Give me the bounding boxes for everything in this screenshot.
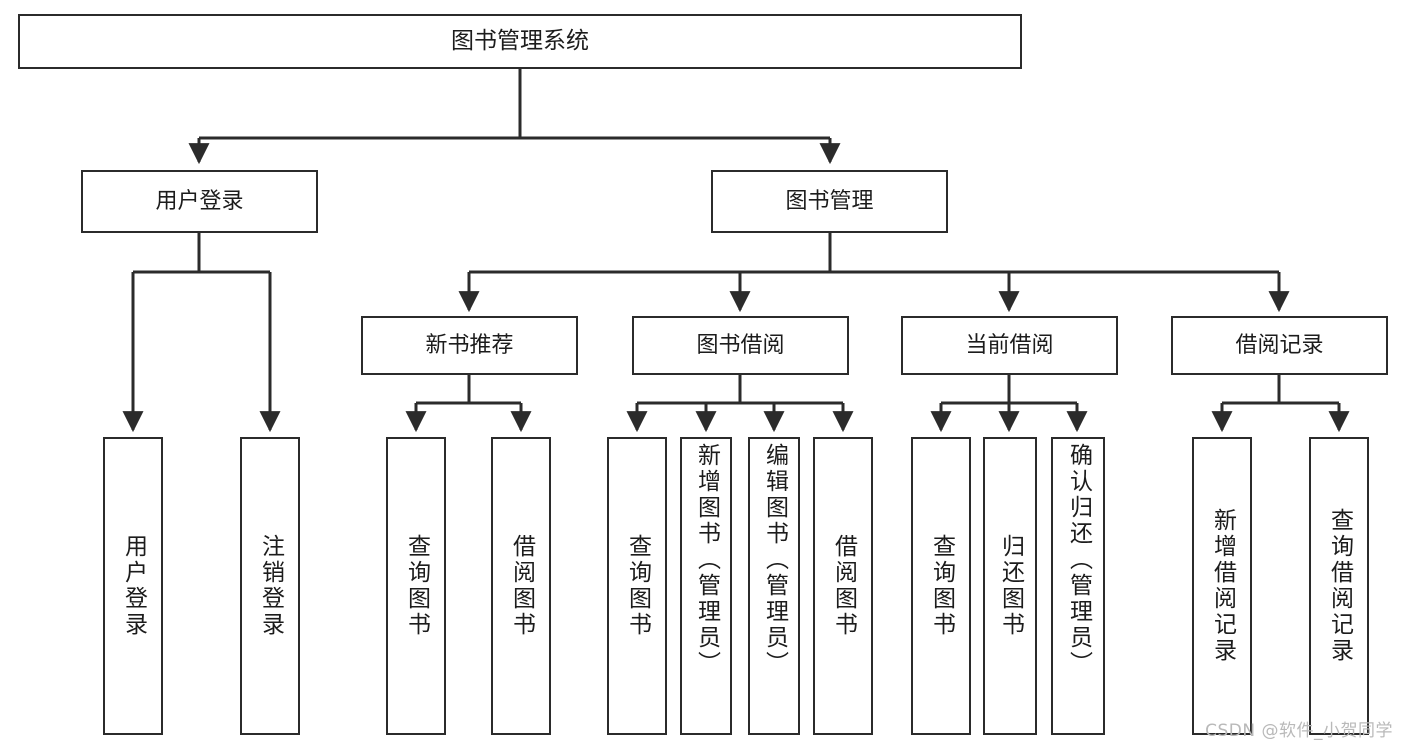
node-book-borrow-label: 图书借阅 bbox=[696, 332, 785, 358]
leaf-edit-book-label: 编辑图书（管理员） bbox=[761, 443, 788, 677]
leaf-query-book-recommend-label: 查询图书 bbox=[403, 534, 430, 638]
leaf-return-book[interactable]: 归还图书 bbox=[983, 437, 1037, 735]
node-user-login[interactable]: 用户登录 bbox=[81, 170, 318, 233]
leaf-query-borrow-record[interactable]: 查询借阅记录 bbox=[1309, 437, 1369, 735]
node-new-book-recommend[interactable]: 新书推荐 bbox=[361, 316, 578, 375]
node-borrow-record-label: 借阅记录 bbox=[1235, 332, 1324, 358]
node-root[interactable]: 图书管理系统 bbox=[18, 14, 1022, 69]
node-user-login-label: 用户登录 bbox=[155, 188, 244, 214]
node-root-label: 图书管理系统 bbox=[451, 28, 589, 55]
leaf-logout-login-label: 注销登录 bbox=[257, 534, 284, 638]
leaf-query-book-current-label: 查询图书 bbox=[928, 534, 955, 638]
leaf-query-book-borrow-label: 查询图书 bbox=[624, 534, 651, 638]
leaf-borrow-book[interactable]: 借阅图书 bbox=[813, 437, 873, 735]
leaf-return-book-label: 归还图书 bbox=[997, 534, 1024, 638]
leaf-add-book-label: 新增图书（管理员） bbox=[693, 443, 720, 677]
leaf-add-book[interactable]: 新增图书（管理员） bbox=[680, 437, 732, 735]
leaf-logout-login[interactable]: 注销登录 bbox=[240, 437, 300, 735]
leaf-query-borrow-record-label: 查询借阅记录 bbox=[1326, 508, 1353, 664]
leaf-add-borrow-record[interactable]: 新增借阅记录 bbox=[1192, 437, 1252, 735]
node-book-management[interactable]: 图书管理 bbox=[711, 170, 948, 233]
csdn-watermark: CSDN @软件_小贺同学 bbox=[1205, 721, 1393, 741]
node-current-borrow-label: 当前借阅 bbox=[965, 332, 1054, 358]
leaf-borrow-book-label: 借阅图书 bbox=[830, 534, 857, 638]
leaf-confirm-return-label: 确认归还（管理员） bbox=[1065, 443, 1092, 677]
leaf-user-login-label: 用户登录 bbox=[120, 534, 147, 638]
node-book-borrow[interactable]: 图书借阅 bbox=[632, 316, 849, 375]
leaf-query-book-recommend[interactable]: 查询图书 bbox=[386, 437, 446, 735]
node-new-book-recommend-label: 新书推荐 bbox=[425, 332, 514, 358]
leaf-borrow-book-recommend[interactable]: 借阅图书 bbox=[491, 437, 551, 735]
leaf-add-borrow-record-label: 新增借阅记录 bbox=[1209, 508, 1236, 664]
leaf-user-login[interactable]: 用户登录 bbox=[103, 437, 163, 735]
leaf-borrow-book-recommend-label: 借阅图书 bbox=[508, 534, 535, 638]
node-current-borrow[interactable]: 当前借阅 bbox=[901, 316, 1118, 375]
leaf-confirm-return[interactable]: 确认归还（管理员） bbox=[1051, 437, 1105, 735]
leaf-query-book-borrow[interactable]: 查询图书 bbox=[607, 437, 667, 735]
node-borrow-record[interactable]: 借阅记录 bbox=[1171, 316, 1388, 375]
leaf-query-book-current[interactable]: 查询图书 bbox=[911, 437, 971, 735]
node-book-management-label: 图书管理 bbox=[785, 188, 874, 214]
leaf-edit-book[interactable]: 编辑图书（管理员） bbox=[748, 437, 800, 735]
